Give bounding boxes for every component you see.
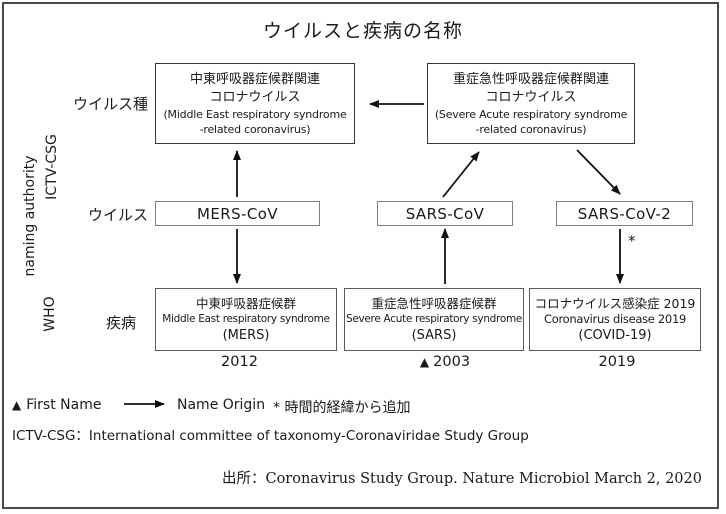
asterisk-icon: *	[273, 400, 280, 416]
disease-box-sars: 重症急性呼吸器症候群 Severe Acute respiratory synd…	[344, 288, 524, 351]
disease-box-covid19-line: (COVID-19)	[578, 328, 652, 343]
disease-box-covid19-line: コロナウイルス感染症 2019	[534, 296, 696, 311]
virus-box-sars-cov-2: SARS-CoV-2	[556, 201, 693, 226]
species-box-sars: 重症急性呼吸器症候群関連 コロナウイルス (Severe Acute respi…	[427, 63, 635, 144]
year-label-2003: ▲2003	[419, 354, 471, 370]
disease-box-mers: 中東呼吸器症候群 Middle East respiratory syndrom…	[155, 288, 337, 351]
row-label-virus-species: ウイルス種	[72, 95, 148, 113]
legend-asterisk-note: * 時間的経緯から追加	[273, 400, 411, 416]
figure-title: ウイルスと疾病の名称	[262, 20, 463, 42]
disease-box-mers-line: Middle East respiratory syndrome	[162, 313, 330, 325]
first-name-triangle-icon: ▲	[12, 398, 22, 412]
species-box-mers-line: コロナウイルス	[209, 89, 301, 105]
asterisk-annotation: *	[628, 232, 636, 250]
disease-box-sars-line: 重症急性呼吸器症候群	[371, 296, 497, 311]
species-box-sars-line: -related coronavirus)	[475, 122, 587, 136]
row-label-disease: 疾病	[105, 314, 136, 332]
disease-box-sars-line: Severe Acute respiratory syndrome	[345, 313, 523, 325]
species-box-mers: 中東呼吸器症候群関連 コロナウイルス (Middle East respirat…	[155, 63, 355, 144]
year-label-2012: 2012	[221, 354, 258, 370]
source-citation: 出所：Coronavirus Study Group. Nature Micro…	[221, 471, 702, 487]
species-box-sars-line: 重症急性呼吸器症候群関連	[452, 71, 609, 87]
figure-border-frame	[2, 2, 719, 509]
ictv-csg-definition: ICTV-CSG：International committee of taxo…	[12, 428, 529, 444]
species-box-sars-line: (Severe Acute respiratory syndrome	[434, 107, 628, 121]
disease-box-mers-line: 中東呼吸器症候群	[195, 296, 296, 311]
row-label-virus: ウイルス	[87, 206, 148, 224]
virus-box-mers-cov: MERS-CoV	[155, 201, 320, 226]
species-box-mers-line: (Middle East respiratory syndrome	[163, 107, 347, 121]
axis-label-who: WHO	[42, 296, 58, 332]
year-label-2019: 2019	[598, 354, 636, 370]
first-name-triangle-icon: ▲	[419, 355, 430, 369]
species-box-sars-line: コロナウイルス	[485, 89, 577, 105]
disease-box-mers-line: (MERS)	[222, 328, 270, 343]
species-box-mers-line: 中東呼吸器症候群関連	[189, 71, 320, 87]
disease-box-covid19-line: Coronavirus disease 2019	[544, 312, 686, 326]
legend-name-origin: Name Origin	[177, 397, 266, 413]
disease-box-covid19: コロナウイルス感染症 2019 Coronavirus disease 2019…	[529, 288, 701, 351]
axis-label-naming-authority: naming authority	[22, 155, 38, 277]
species-box-mers-line: -related coronavirus)	[199, 122, 311, 136]
disease-box-sars-line: (SARS)	[411, 328, 457, 343]
legend-first-name: ▲First Name	[12, 397, 102, 413]
virus-box-sars-cov: SARS-CoV	[377, 201, 513, 226]
